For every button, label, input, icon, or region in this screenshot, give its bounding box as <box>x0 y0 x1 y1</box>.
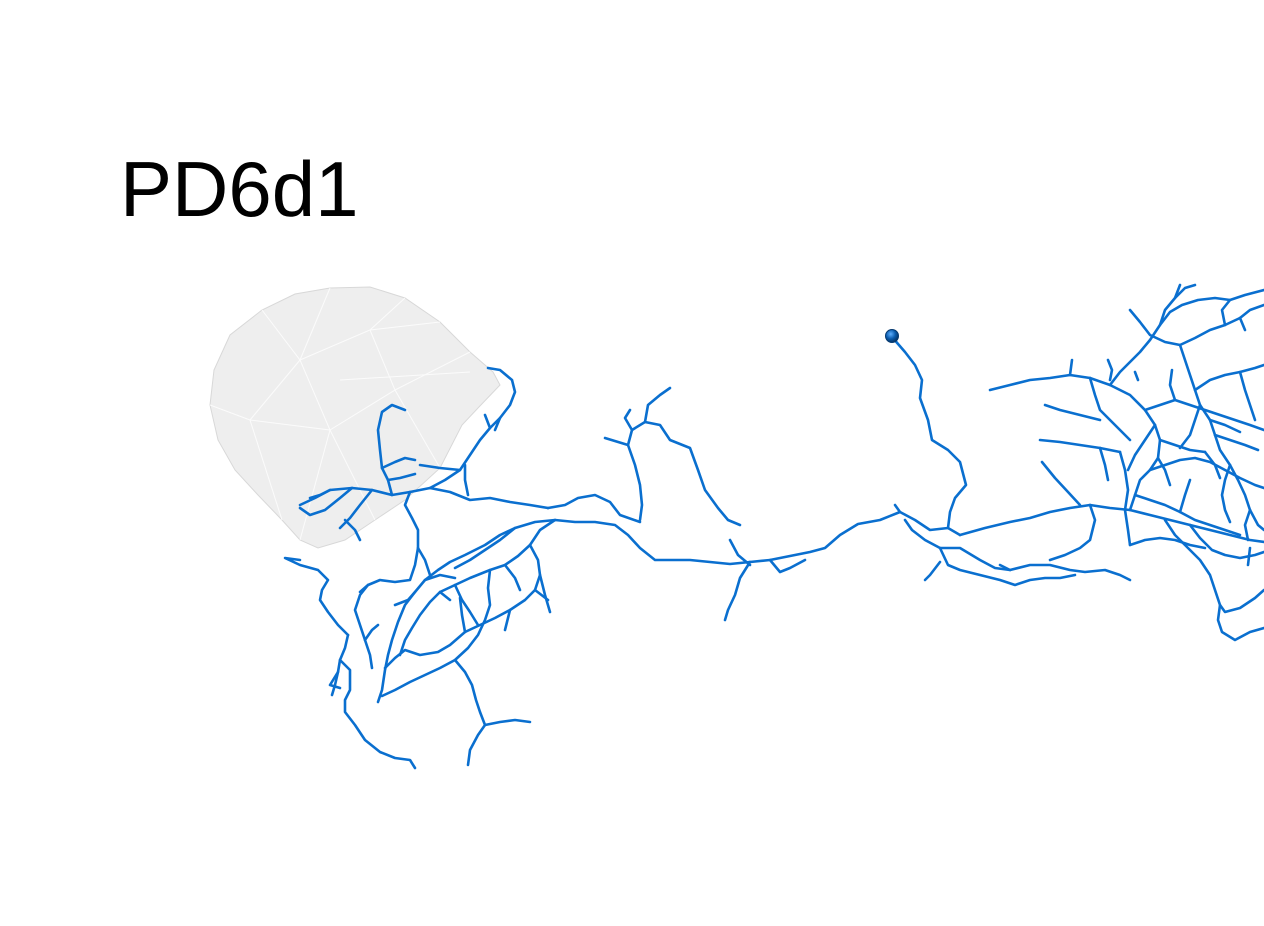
soma-marker <box>885 329 899 343</box>
neuron-name-title: PD6d1 <box>120 145 359 233</box>
neuropil-mesh <box>209 286 501 549</box>
neuron-skeleton <box>283 283 1264 770</box>
